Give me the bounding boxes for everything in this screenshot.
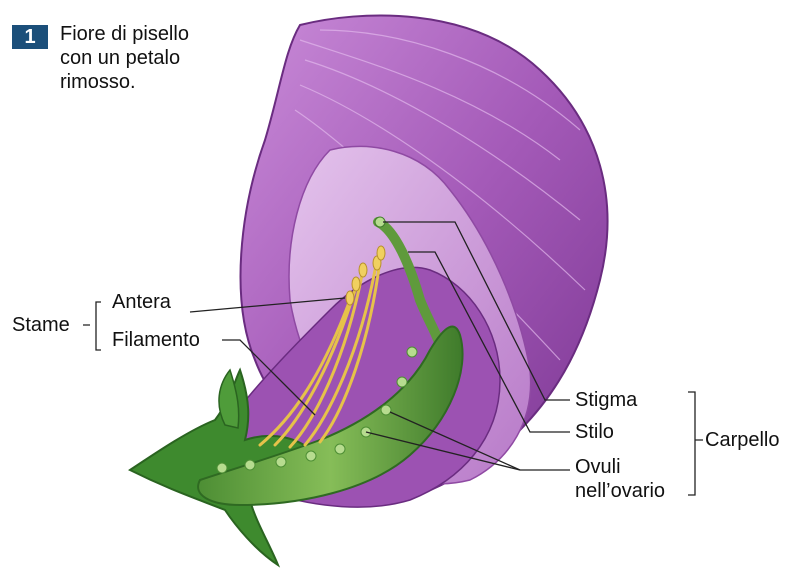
- caption-line: rimosso.: [60, 70, 250, 94]
- anther: [346, 291, 354, 305]
- label-filamento: Filamento: [112, 328, 200, 352]
- label-ovario: nell’ovario: [575, 479, 665, 503]
- caption-line: con un petalo: [60, 46, 250, 70]
- ovule: [276, 457, 286, 467]
- anther: [352, 277, 360, 291]
- carpello-bracket: [688, 392, 703, 495]
- ovule: [335, 444, 345, 454]
- anther: [359, 263, 367, 277]
- figure-caption: Fiore di pisello con un petalo rimosso.: [60, 22, 250, 94]
- anther: [377, 246, 385, 260]
- ovule: [245, 460, 255, 470]
- label-stame: Stame: [12, 313, 70, 337]
- ovule: [381, 405, 391, 415]
- label-antera: Antera: [112, 290, 171, 314]
- ovule: [407, 347, 417, 357]
- label-stilo: Stilo: [575, 420, 614, 444]
- caption-line: Fiore di pisello: [60, 22, 250, 46]
- label-stigma: Stigma: [575, 388, 637, 412]
- ovule: [397, 377, 407, 387]
- label-carpello: Carpello: [705, 428, 779, 452]
- ovule: [217, 463, 227, 473]
- ovule: [306, 451, 316, 461]
- figure-number: 1: [12, 25, 48, 49]
- stame-bracket: [83, 302, 101, 350]
- label-ovuli: Ovuli: [575, 455, 621, 479]
